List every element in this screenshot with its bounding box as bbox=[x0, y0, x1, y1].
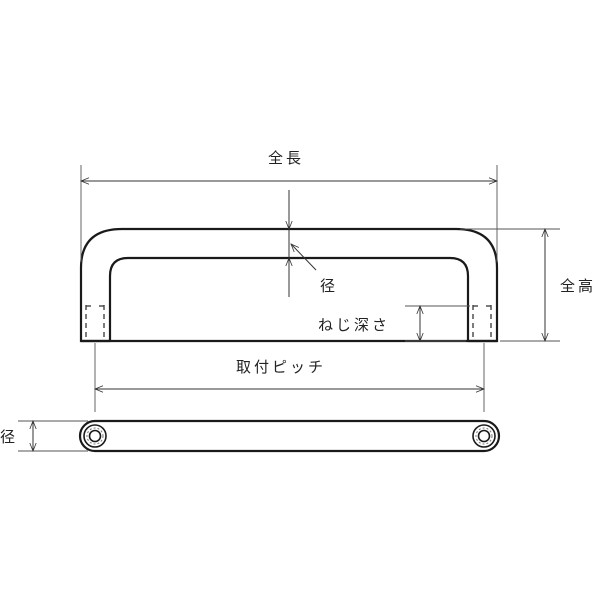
overall-length-dimension: 全長 bbox=[81, 149, 497, 262]
thread-hidden-lines-left bbox=[85, 305, 105, 340]
diameter-dimension-bottom: 径 bbox=[0, 421, 88, 451]
mounting-pitch-dimension: 取付ピッチ bbox=[95, 343, 484, 412]
overall-height-dimension: 全高 bbox=[460, 229, 596, 341]
thread-hidden-lines-right bbox=[472, 305, 492, 340]
diameter-label-bottom: 径 bbox=[0, 428, 18, 446]
screw-hole-left bbox=[83, 424, 107, 448]
overall-length-label: 全長 bbox=[268, 149, 304, 167]
screw-hole-right bbox=[472, 424, 496, 448]
diameter-dimension-top: 径 bbox=[289, 190, 338, 297]
thread-depth-label: ねじ深さ bbox=[318, 316, 390, 334]
mounting-pitch-label: 取付ピッチ bbox=[236, 358, 326, 376]
thread-depth-dimension: ねじ深さ bbox=[318, 306, 470, 341]
handle-bottom-view bbox=[78, 419, 501, 453]
overall-height-label: 全高 bbox=[560, 277, 596, 295]
diameter-label-top: 径 bbox=[320, 277, 338, 295]
